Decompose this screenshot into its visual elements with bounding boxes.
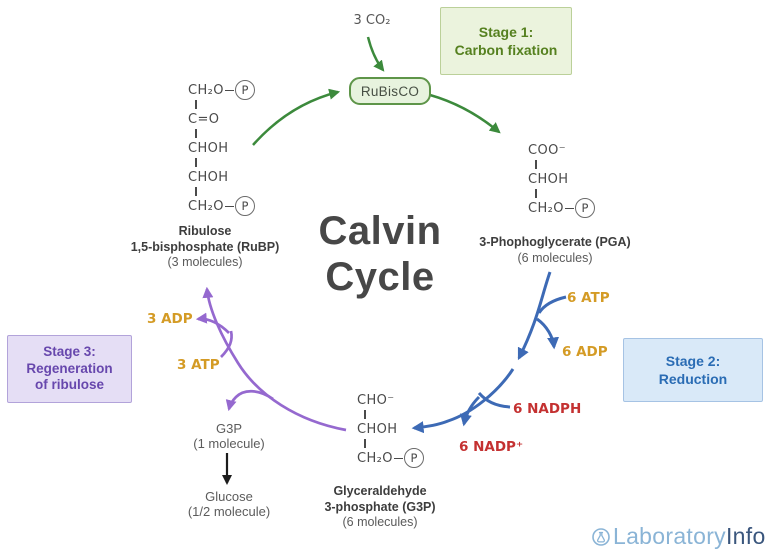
arrow-branch-g3p-out: [225, 389, 274, 412]
formula-line: CH₂O P: [357, 448, 424, 468]
bond-vertical: [364, 410, 366, 419]
g3p-name-line1: Glyceraldehyde: [333, 484, 427, 498]
rubp-label: Ribulose 1,5-bisphosphate (RuBP) (3 mole…: [105, 224, 305, 271]
g3p-count: (6 molecules): [342, 515, 418, 529]
logo-text-laboratory: Laboratory: [613, 523, 726, 549]
arrow-co2-to-rubisco: [366, 36, 385, 72]
nadp6-label: 6 NADP⁺: [459, 439, 524, 455]
bond-vertical: [195, 129, 197, 138]
pga-label: 3-Phophoglycerate (PGA) (6 molecules): [455, 235, 655, 266]
g3p-structure: CHO⁻ CHOH CH₂O P: [357, 391, 424, 468]
arrow-g3p-to-rubp: [202, 286, 347, 432]
bond-dash: [224, 205, 234, 207]
rubp-name-line2: 1,5-bisphosphate (RuBP): [130, 239, 280, 254]
nadph6-label: 6 NADPH: [513, 401, 582, 417]
formula-line: CH₂O P: [188, 80, 255, 100]
pga-name-line1: 3-Phophoglycerate (PGA): [479, 235, 631, 249]
laboratoryinfo-logo: LaboratoryInfo: [591, 523, 766, 550]
rubp-structure: CH₂O P C=O CHOH CHOH CH₂O P: [188, 80, 255, 216]
stage3-title: Stage 3:: [43, 344, 96, 360]
formula-text: CHOH: [188, 140, 229, 156]
adp3-label: 3 ADP: [147, 311, 193, 327]
formula-text: C=O: [188, 111, 220, 127]
diagram-title: Calvin Cycle: [280, 208, 480, 300]
title-line1: Calvin: [318, 209, 442, 253]
phosphate-icon: P: [574, 198, 595, 218]
stage3-line3: of ribulose: [34, 377, 104, 393]
formula-line: CHOH: [528, 170, 568, 188]
atp6-label: 6 ATP: [567, 290, 610, 306]
bond-vertical: [535, 189, 537, 198]
formula-line: CHO⁻: [357, 391, 395, 409]
atp3-label: 3 ATP: [177, 357, 220, 373]
title-line2: Cycle: [325, 255, 435, 299]
formula-text: CH₂O: [528, 200, 564, 216]
g3p-output-label: G3P (1 molecule): [154, 421, 304, 451]
pga-structure: COO⁻ CHOH CH₂O P: [528, 141, 595, 218]
pga-count: (6 molecules): [517, 250, 593, 265]
rubisco-enzyme-pill: RuBisCO: [349, 77, 431, 105]
formula-line: CH₂O P: [188, 196, 255, 216]
arrow-branch-adp3: [195, 312, 230, 334]
phosphate-icon: P: [403, 448, 424, 468]
laboratoryinfo-logo-icon: [592, 527, 610, 546]
arrow-rubp-to-rubisco: [252, 88, 341, 146]
glucose-label: Glucose (1/2 molecule): [154, 489, 304, 519]
adp6-label: 6 ADP: [562, 344, 608, 360]
glucose-name: Glucose: [205, 489, 253, 504]
glucose-count: (1/2 molecule): [187, 504, 271, 519]
arrow-down-to-g3p: [411, 368, 515, 434]
formula-line: COO⁻: [528, 141, 566, 159]
g3p-name-line2: 3-phosphate (G3P): [324, 499, 436, 514]
g3p-output-count: (1 molecule): [193, 436, 265, 451]
arrow-rubisco-to-pga: [429, 93, 501, 134]
bond-dash: [564, 207, 574, 209]
formula-line: CH₂O P: [528, 198, 595, 218]
bond-vertical: [535, 160, 537, 169]
formula-line: C=O: [188, 110, 219, 128]
bond-vertical: [195, 100, 197, 109]
formula-line: CHOH: [188, 168, 228, 186]
stage1-box: Stage 1: Carbon fixation: [440, 7, 572, 75]
formula-text: CHO⁻: [357, 392, 395, 408]
stage3-line2: Regeneration: [26, 360, 113, 376]
formula-line: CHOH: [188, 139, 228, 157]
phosphate-icon: P: [234, 80, 255, 100]
formula-text: COO⁻: [528, 142, 567, 158]
formula-text: CHOH: [357, 421, 398, 437]
arrow-pga-down: [517, 271, 552, 361]
formula-text: CH₂O: [357, 450, 393, 466]
rubp-count: (3 molecules): [167, 255, 243, 269]
rubp-name-line1: Ribulose: [178, 224, 232, 238]
arrow-branch-adp6: [536, 317, 560, 350]
phosphate-icon: P: [234, 196, 255, 216]
arrow-join-atp3: [220, 330, 233, 358]
bond-dash: [224, 89, 234, 91]
formula-text: CHOH: [528, 171, 569, 187]
rubisco-label: RuBisCO: [360, 83, 420, 99]
formula-text: CH₂O: [188, 198, 224, 214]
arrow-branch-nadp6: [460, 395, 481, 427]
formula-text: CHOH: [188, 169, 229, 185]
co2-label: 3 CO₂: [353, 13, 391, 28]
stage3-box: Stage 3: Regeneration of ribulose: [7, 335, 132, 403]
stage2-title: Stage 2:: [665, 353, 721, 369]
arrow-join-nadph6: [477, 391, 511, 409]
arrow-join-atp6: [537, 295, 567, 314]
bond-vertical: [364, 439, 366, 448]
formula-line: CHOH: [357, 420, 397, 438]
stage2-box: Stage 2: Reduction: [623, 338, 763, 402]
stage1-title: Stage 1:: [478, 24, 534, 40]
stage1-subtitle: Carbon fixation: [454, 42, 558, 58]
bond-dash: [393, 457, 403, 459]
logo-text-info: Info: [725, 523, 766, 549]
formula-text: CH₂O: [188, 82, 224, 98]
bond-vertical: [195, 158, 197, 167]
g3p-label: Glyceraldehyde 3-phosphate (G3P) (6 mole…: [280, 484, 480, 531]
g3p-output-name: G3P: [215, 421, 242, 436]
stage2-subtitle: Reduction: [658, 371, 728, 387]
bond-vertical: [195, 187, 197, 196]
